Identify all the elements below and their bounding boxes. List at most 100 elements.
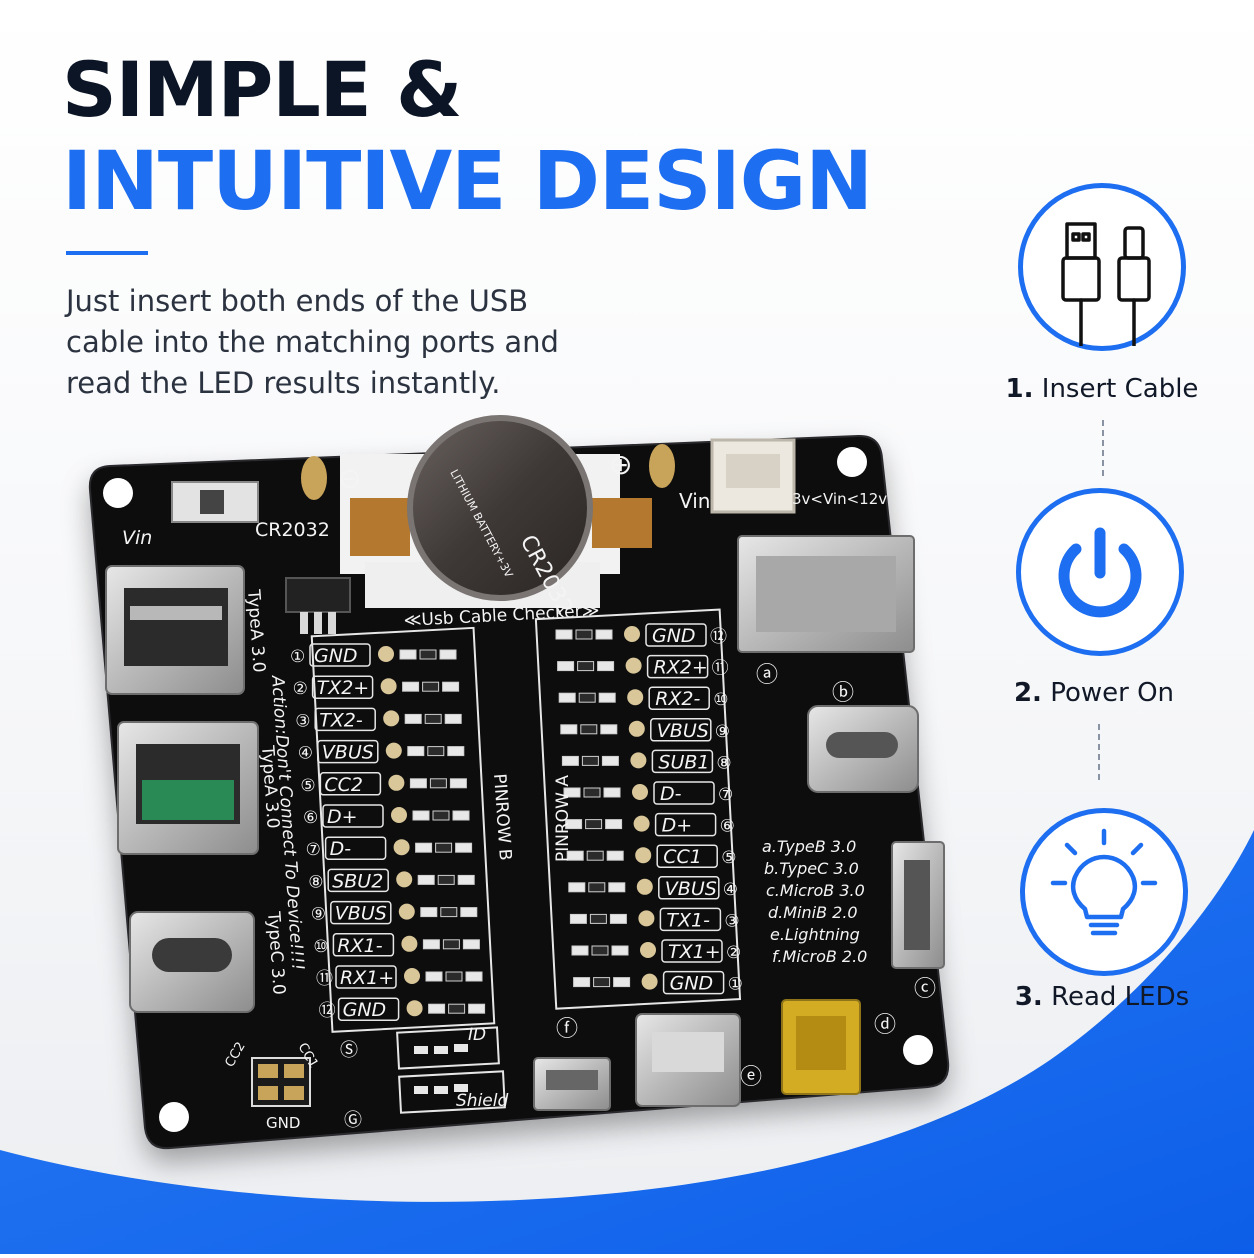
- battery-contact-right: [592, 498, 652, 548]
- row-a-pin-name: SUB1: [658, 751, 709, 773]
- vin-label-right: Vin: [679, 489, 710, 513]
- row-a-pin-number: ⑨: [715, 722, 730, 742]
- coin-cell-battery: [407, 415, 593, 601]
- port-letter-c: ⓒ: [914, 977, 936, 1002]
- legend-f: f.MicroB 2.0: [772, 947, 867, 966]
- port-b-typec: [807, 705, 919, 793]
- row-b-pin-name: VBUS: [322, 742, 374, 764]
- description-line-3: read the LED results instantly.: [66, 366, 501, 400]
- row-a-pin-name: VBUS: [657, 720, 709, 742]
- led-indicator: [385, 742, 402, 759]
- vin-label-left: Vin: [122, 527, 152, 549]
- led-indicator: [383, 710, 400, 727]
- row-a-pin-5: SUB1 ⑧: [561, 749, 732, 773]
- legend-d: d.MiniB 2.0: [768, 903, 858, 922]
- led-indicator: [630, 752, 647, 769]
- led-indicator: [624, 626, 640, 642]
- legend-a: a.TypeB 3.0: [762, 837, 856, 856]
- row-b-pin-name: CC2: [324, 774, 363, 796]
- typea-port-2: [117, 721, 259, 855]
- row-b-pin-name: GND: [314, 645, 358, 667]
- led-indicator: [388, 774, 405, 791]
- led-indicator: [636, 878, 653, 895]
- blue-wave-shape: [0, 830, 1254, 1254]
- battery-contact-left: [350, 498, 410, 556]
- row-b-pin-number: ⑥: [303, 808, 318, 828]
- plus-sign: ⊕: [609, 448, 632, 481]
- row-b-pin-10: RX1- ⑩: [313, 933, 480, 957]
- id-label: ID: [468, 1025, 486, 1045]
- row-a-pin-number: ①: [728, 975, 743, 995]
- row-b-pin-3: TX2-③: [295, 707, 462, 731]
- row-a-pin-name: GND: [670, 973, 714, 995]
- s-label: Ⓢ: [340, 1040, 358, 1061]
- row-a-pin-10: TX1-③: [569, 907, 740, 931]
- accent-divider: [66, 251, 148, 255]
- pinrow-a-label: PINROW A: [553, 775, 573, 862]
- vin-range-label: 3v<Vin<12v: [792, 490, 887, 508]
- g-label: Ⓖ: [344, 1110, 362, 1131]
- row-a-pin-name: GND: [652, 625, 696, 647]
- row-a-pin-4: VBUS ⑨: [560, 718, 730, 742]
- row-b-pin-number: ④: [298, 744, 313, 764]
- row-b-pin-5: CC2 ⑤: [300, 772, 467, 796]
- row-b-pin-11: RX1+ ⑪: [316, 965, 483, 989]
- row-a-pin-2: RX2+⑪: [557, 654, 729, 679]
- row-b-pin-name: D+: [327, 806, 358, 828]
- row-a-pin-name: RX2-: [655, 688, 700, 710]
- row-a-pin-number: ⑦: [718, 785, 733, 805]
- shield-label: Shield: [456, 1091, 508, 1111]
- led-indicator: [633, 815, 650, 832]
- row-a-pin-7: D+⑥: [565, 812, 735, 837]
- led-indicator: [627, 689, 644, 706]
- led-indicator: [398, 903, 415, 920]
- row-a-pin-name: RX2+: [654, 657, 708, 679]
- row-b-pin-number: ⑤: [300, 776, 315, 796]
- row-b-pin-name: SBU2: [332, 870, 383, 892]
- led-indicator: [401, 935, 418, 952]
- row-b-pin-number: ①: [290, 647, 305, 667]
- port-d-minib: [781, 999, 861, 1095]
- pinrow-b: GND①TX2+②TX2-③VBUS④CC2⑤D+⑥D-⑦SBU2⑧VBUS⑨R…: [290, 643, 486, 1021]
- row-a-pin-number: ⑧: [716, 753, 731, 773]
- row-b-pin-1: GND ①: [290, 643, 457, 667]
- port-letter-a: ⓐ: [756, 663, 778, 688]
- row-a-pin-name: D-: [660, 783, 682, 805]
- legend-c: c.MicroB 3.0: [766, 881, 865, 900]
- row-a-pin-name: TX1-: [666, 909, 710, 931]
- row-b-pin-4: VBUS ④: [298, 739, 465, 764]
- row-b-pin-number: ⑩: [313, 937, 328, 957]
- port-e-lightning: [635, 1013, 741, 1107]
- row-a-pin-number: ⑩: [713, 690, 728, 710]
- minus-sign: ⊖: [338, 462, 361, 495]
- row-a-pin-3: RX2- ⑩: [558, 686, 728, 710]
- row-a-pin-12: GND ①: [573, 970, 743, 995]
- row-b-pin-name: TX2-: [319, 709, 363, 731]
- row-a-pin-name: D+: [662, 815, 693, 837]
- cr2032-label: CR2032: [255, 519, 330, 541]
- led-indicator: [406, 1000, 423, 1017]
- row-b-pin-number: ⑫: [319, 1001, 336, 1021]
- port-a-typeb: [737, 535, 915, 653]
- led-indicator: [638, 910, 655, 927]
- row-b-pin-name: RX1+: [340, 967, 394, 989]
- led-indicator: [380, 678, 397, 695]
- led-indicator: [404, 968, 420, 984]
- row-b-pin-name: RX1-: [337, 935, 382, 957]
- row-a-pin-number: ⑫: [710, 627, 727, 647]
- row-b-pin-name: VBUS: [335, 903, 387, 925]
- typea-port-1: [105, 565, 245, 695]
- row-a-pin-6: D- ⑦: [563, 781, 733, 805]
- port-letter-d: ⓓ: [874, 1013, 896, 1038]
- description: Just insert both ends of the USB cable i…: [66, 281, 606, 404]
- row-a-pin-number: ⑤: [721, 848, 736, 868]
- led-indicator: [378, 646, 394, 662]
- row-b-pin-number: ⑪: [316, 969, 333, 989]
